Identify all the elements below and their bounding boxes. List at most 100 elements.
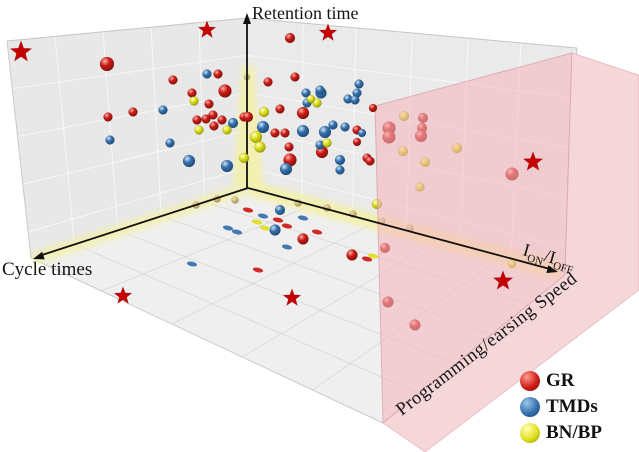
gr-point <box>208 110 218 120</box>
axis-glow-dot <box>231 196 239 204</box>
grid-line <box>12 54 248 90</box>
tmds-floor-sphere <box>274 204 286 216</box>
gr-point <box>204 99 214 109</box>
gr-point <box>296 106 310 120</box>
legend-label-tmds: TMDs <box>546 396 598 417</box>
bnbp-floor-mark <box>367 253 379 259</box>
gr-floor-mark <box>252 267 264 273</box>
star-marker <box>318 23 338 41</box>
legend-label-gr: GR <box>546 370 575 391</box>
tmds-point <box>354 79 364 89</box>
gr-point <box>352 137 362 147</box>
gr-point <box>168 75 178 85</box>
gr-floor-mark <box>281 223 293 229</box>
cycle-times-axis-label: Cycle times <box>2 259 93 280</box>
grid-line <box>150 27 162 217</box>
tmds-point <box>227 117 239 129</box>
tmds-floor-mark <box>231 229 243 235</box>
gr-point <box>217 115 227 125</box>
gr-point <box>128 107 138 117</box>
bnbp-point <box>306 94 316 104</box>
tmds-floor-sphere <box>269 224 281 236</box>
tmds-point <box>318 125 332 139</box>
retention-time-axis-label: Retention time <box>252 3 359 23</box>
gr-point <box>209 121 219 131</box>
star-marker <box>9 40 33 62</box>
box-left-edges <box>6 40 384 424</box>
scatter-points <box>99 32 379 273</box>
performance-highlight-side <box>382 52 639 452</box>
star-marker <box>113 286 133 304</box>
tmds-floor-mark <box>297 215 309 221</box>
grid-line <box>171 222 376 325</box>
gr-point <box>103 112 113 122</box>
tmds-point <box>296 124 310 138</box>
legend-label-bnbp: BN/BP <box>546 422 602 443</box>
gr-point <box>365 156 375 166</box>
star-markers <box>9 20 544 306</box>
bnbp-point <box>322 138 332 148</box>
gr-point <box>99 56 115 72</box>
ion-axis <box>247 187 551 270</box>
gr-point <box>218 84 232 98</box>
legend-item-tmds: TMDs <box>520 396 602 418</box>
gr-point-behind <box>346 249 358 261</box>
gr-point <box>201 114 211 124</box>
gr-point <box>280 128 290 138</box>
tmds-sphere-icon <box>520 397 540 417</box>
axis-arrowhead <box>243 13 251 24</box>
gr-point <box>284 32 296 44</box>
axis-arrowhead <box>546 265 558 273</box>
gr-floor-mark <box>311 229 323 235</box>
tmds-point <box>105 135 115 145</box>
axis-arrowhead <box>33 251 45 260</box>
gr-point <box>275 104 285 114</box>
tmds-point <box>279 162 293 176</box>
bnbp-point <box>189 96 199 106</box>
tmds-point <box>357 128 367 138</box>
tmds-point <box>165 138 175 148</box>
left-wall <box>7 18 248 258</box>
tmds-point <box>202 69 212 79</box>
tmds-floor-mark <box>257 213 269 219</box>
tmds-point <box>335 165 345 175</box>
gr-point <box>284 142 294 152</box>
bnbp-point <box>238 152 250 164</box>
star-marker <box>197 20 217 38</box>
tmds-floor-mark <box>186 261 198 267</box>
gr-floor-mark <box>242 207 254 213</box>
bnbp-sphere-icon <box>520 423 540 443</box>
bnbp-floor-mark <box>259 225 271 231</box>
tmds-point <box>315 85 325 95</box>
tmds-floor-mark <box>281 244 293 250</box>
tmds-point <box>340 122 350 132</box>
bnbp-point <box>258 106 270 118</box>
grid-line <box>352 27 357 217</box>
grid-line <box>54 36 75 245</box>
legend: GR TMDs BN/BP <box>520 370 602 444</box>
gr-floor-mark <box>361 256 373 262</box>
gr-floor-mark <box>272 217 284 223</box>
star-marker <box>492 270 514 290</box>
bnbp-floor-mark <box>251 219 263 225</box>
gr-point <box>270 128 280 138</box>
tmds-point <box>301 88 311 98</box>
bnbp-point <box>254 141 266 153</box>
grid-line <box>22 129 248 185</box>
bnbp-point <box>249 130 263 144</box>
gr-point <box>290 72 300 82</box>
cycle-axis <box>41 187 249 256</box>
tmds-point <box>158 105 168 115</box>
star-marker <box>282 288 302 306</box>
gr-point <box>192 115 202 125</box>
tmds-point <box>350 95 360 105</box>
bnbp-point <box>194 125 204 135</box>
star-marker <box>522 151 544 171</box>
tmds-point <box>220 159 234 173</box>
gr-sphere-icon <box>520 371 540 391</box>
tmds-point <box>334 154 346 166</box>
gr-floor-sphere <box>297 233 309 245</box>
tmds-point <box>328 120 338 130</box>
